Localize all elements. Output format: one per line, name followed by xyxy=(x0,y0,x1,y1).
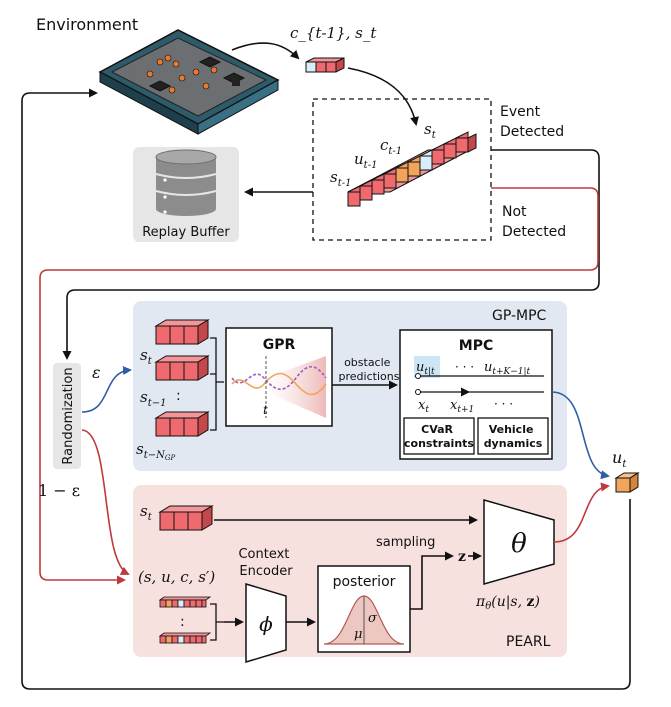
context-transition-cubes xyxy=(158,596,212,644)
policy-trapezoid xyxy=(483,499,555,585)
pearl-state-cubes xyxy=(158,505,214,531)
vehicle-dynamics-box xyxy=(477,417,549,455)
mpc-to-output-arrow xyxy=(551,391,610,480)
mpc-xdots: · · · xyxy=(494,397,513,411)
mpc-u2: ut+K−1|t xyxy=(484,360,531,377)
obs-label: c_{t-1}, s_t xyxy=(290,24,377,42)
event-detected-label: Event Detected xyxy=(500,104,564,140)
context-encoder-label: Context Encoder xyxy=(238,547,293,579)
posterior-sigma: σ xyxy=(368,611,378,626)
mpc-u-highlight xyxy=(414,356,440,378)
gp-state-cubes xyxy=(154,319,210,437)
cvar-constraints-box xyxy=(403,417,475,455)
mpc-x2: xt+1 xyxy=(450,398,474,415)
replay-buffer-label: Replay Buffer xyxy=(142,225,230,240)
pearl-label-st: st xyxy=(140,502,153,523)
transition-tuple-label: (s, u, c, s′) xyxy=(138,568,215,586)
gp-label-dots: : xyxy=(176,388,181,404)
eps-branch-arrow xyxy=(81,366,132,413)
obs-cube-row xyxy=(305,57,345,73)
context-dots: : xyxy=(180,614,185,630)
feedback-loop-arrow xyxy=(21,88,631,690)
context-cube-row xyxy=(347,131,477,207)
posterior-title: posterior xyxy=(333,574,396,590)
output-cube xyxy=(614,472,640,493)
mpc-x-node xyxy=(415,389,421,395)
output-label: ut xyxy=(612,448,627,470)
vehicle-dynamics-label: Vehicle dynamics xyxy=(484,423,543,450)
epsilon-label: ε xyxy=(92,363,101,382)
label-s-tm1: st-1 xyxy=(330,168,351,189)
z-label: z xyxy=(458,549,466,565)
database-icon xyxy=(155,149,217,216)
obs-to-buffer-arrow xyxy=(347,67,419,126)
context-bracket xyxy=(210,603,224,641)
one-minus-epsilon-label: 1 − ε xyxy=(38,481,80,500)
environment-arena xyxy=(98,29,280,135)
randomization-box xyxy=(53,363,81,469)
policy-label: πθ(u|s, z) xyxy=(475,594,540,612)
sampling-arrow xyxy=(410,551,454,610)
randomization-label: Randomization xyxy=(61,367,76,464)
event-detection-box xyxy=(312,98,492,241)
gpr-curve-2 xyxy=(231,365,327,391)
mpc-u1: ut|t xyxy=(416,360,435,377)
mpc-title: MPC xyxy=(459,338,493,354)
theta-label: θ xyxy=(511,529,527,559)
gpr-uncertainty xyxy=(266,356,326,418)
cvar-constraints-label: CVaR constraints xyxy=(404,423,474,450)
gpmpc-title: GP-MPC xyxy=(492,308,547,324)
policy-to-output-arrow xyxy=(553,482,610,543)
environment-title: Environment xyxy=(36,15,138,34)
gp-label-stn: st−NGP xyxy=(136,440,175,462)
one-minus-eps-branch-arrow xyxy=(81,429,130,575)
label-u-tm1: ut-1 xyxy=(354,150,377,171)
label-s-t: st xyxy=(424,120,437,141)
event-detected-arrow xyxy=(62,149,600,360)
not-detected-arrow xyxy=(39,187,599,585)
gp-label-st: st xyxy=(140,346,153,367)
mpc-x1: xt xyxy=(418,398,429,415)
gp-label-stm1: st−1 xyxy=(140,388,166,409)
context-encoder-trapezoid xyxy=(245,582,287,664)
pearl-title: PEARL xyxy=(506,634,551,650)
mpc-u-node xyxy=(415,373,421,379)
gpr-curve-1 xyxy=(231,372,327,396)
obstacle-predictions-label: obstacle predictions xyxy=(339,356,400,383)
label-c-tm1: ct-1 xyxy=(380,136,402,157)
phi-label: ϕ xyxy=(259,612,273,636)
gpr-t-label: t xyxy=(263,403,268,417)
not-detected-label: Not Detected xyxy=(502,204,566,240)
posterior-mu: μ xyxy=(354,627,362,642)
mpc-udots: · · · xyxy=(455,360,474,374)
sampling-label: sampling xyxy=(376,535,435,550)
gp-bracket xyxy=(210,337,224,431)
env-to-obs-arrow xyxy=(231,42,300,60)
gpr-title: GPR xyxy=(263,337,296,353)
